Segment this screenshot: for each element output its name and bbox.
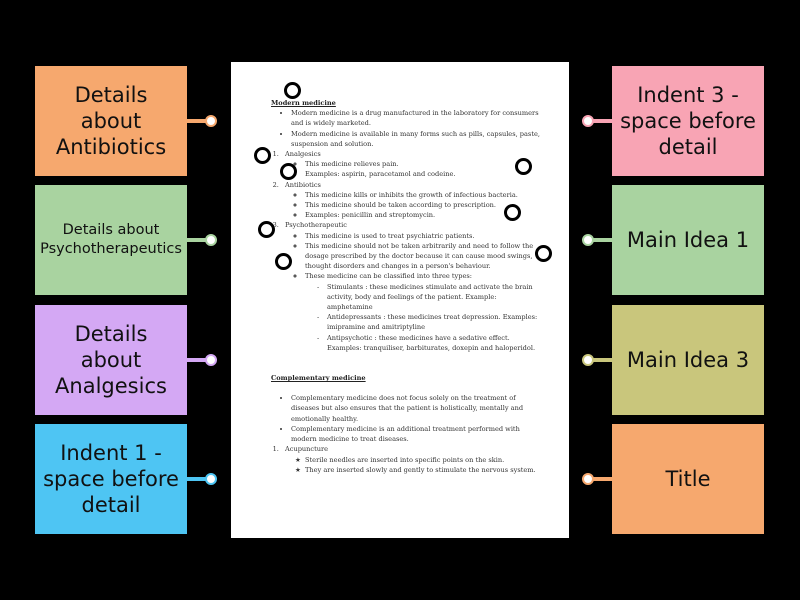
- text: Sterile needles are inserted into specif…: [305, 455, 541, 465]
- text: This medicine kills or inhibits the grow…: [305, 190, 541, 200]
- text: Psychotherapeutic: [285, 221, 347, 230]
- pin-dot-icon: [205, 354, 217, 366]
- text: Modern medicine is available in many for…: [291, 129, 541, 149]
- text: Antidepressants : these medicines treat …: [327, 312, 541, 332]
- drop-target-ring[interactable]: [275, 253, 292, 270]
- text: Stimulants : these medicines stimulate a…: [327, 282, 541, 313]
- drop-target-ring[interactable]: [515, 158, 532, 175]
- connector-pin: [582, 354, 612, 366]
- text: Antibiotics: [285, 180, 321, 189]
- connector-pin: [582, 115, 612, 127]
- text: Examples: penicillin and streptomycin.: [305, 210, 541, 220]
- drop-target-ring[interactable]: [258, 221, 275, 238]
- label-card[interactable]: Main Idea 3: [612, 305, 764, 415]
- document-image: Modern medicine Modern medicine is a dru…: [231, 62, 569, 538]
- pin-dot-icon: [205, 473, 217, 485]
- connector-pin: [187, 473, 217, 485]
- heading-modern: Modern medicine: [271, 99, 336, 107]
- drop-target-ring[interactable]: [535, 245, 552, 262]
- text: They are inserted slowly and gently to s…: [305, 465, 541, 475]
- label-card[interactable]: Indent 3 - space before detail: [612, 66, 764, 176]
- pin-dot-icon: [205, 115, 217, 127]
- text: This medicine relieves pain.: [305, 159, 541, 169]
- text: These medicine can be classified into th…: [305, 272, 472, 281]
- text: This medicine should not be taken arbitr…: [305, 241, 541, 272]
- connector-pin: [187, 354, 217, 366]
- heading-complementary: Complementary medicine: [271, 374, 366, 383]
- drop-target-ring[interactable]: [504, 204, 521, 221]
- pin-dot-icon: [205, 234, 217, 246]
- text: This medicine is used to treat psychiatr…: [305, 231, 541, 241]
- drop-target-ring[interactable]: [284, 82, 301, 99]
- text: Modern medicine is a drug manufactured i…: [291, 108, 541, 128]
- connector-pin: [187, 115, 217, 127]
- drop-target-ring[interactable]: [280, 163, 297, 180]
- pin-dot-icon: [582, 473, 594, 485]
- connector-pin: [582, 473, 612, 485]
- text: This medicine should be taken according …: [305, 200, 541, 210]
- text: Antipsychotic : these medicines have a s…: [327, 333, 541, 353]
- label-card[interactable]: Title: [612, 424, 764, 534]
- pin-dot-icon: [582, 234, 594, 246]
- label-card[interactable]: Details about Analgesics: [35, 305, 187, 415]
- label-card[interactable]: Main Idea 1: [612, 185, 764, 295]
- label-card[interactable]: Details about Psychotherapeutics: [35, 185, 187, 295]
- text: Examples: aspirin, paracetamol and codei…: [305, 169, 541, 179]
- label-card[interactable]: Details about Antibiotics: [35, 66, 187, 176]
- drop-target-ring[interactable]: [254, 147, 271, 164]
- pin-dot-icon: [582, 354, 594, 366]
- text: Complementary medicine does not focus so…: [291, 393, 541, 424]
- connector-pin: [582, 234, 612, 246]
- text: Analgesics: [285, 150, 321, 159]
- label-card[interactable]: Indent 1 - space before detail: [35, 424, 187, 534]
- connector-pin: [187, 234, 217, 246]
- pin-dot-icon: [582, 115, 594, 127]
- text: Acupuncture: [285, 445, 329, 454]
- text: Complementary medicine is an additional …: [291, 424, 541, 444]
